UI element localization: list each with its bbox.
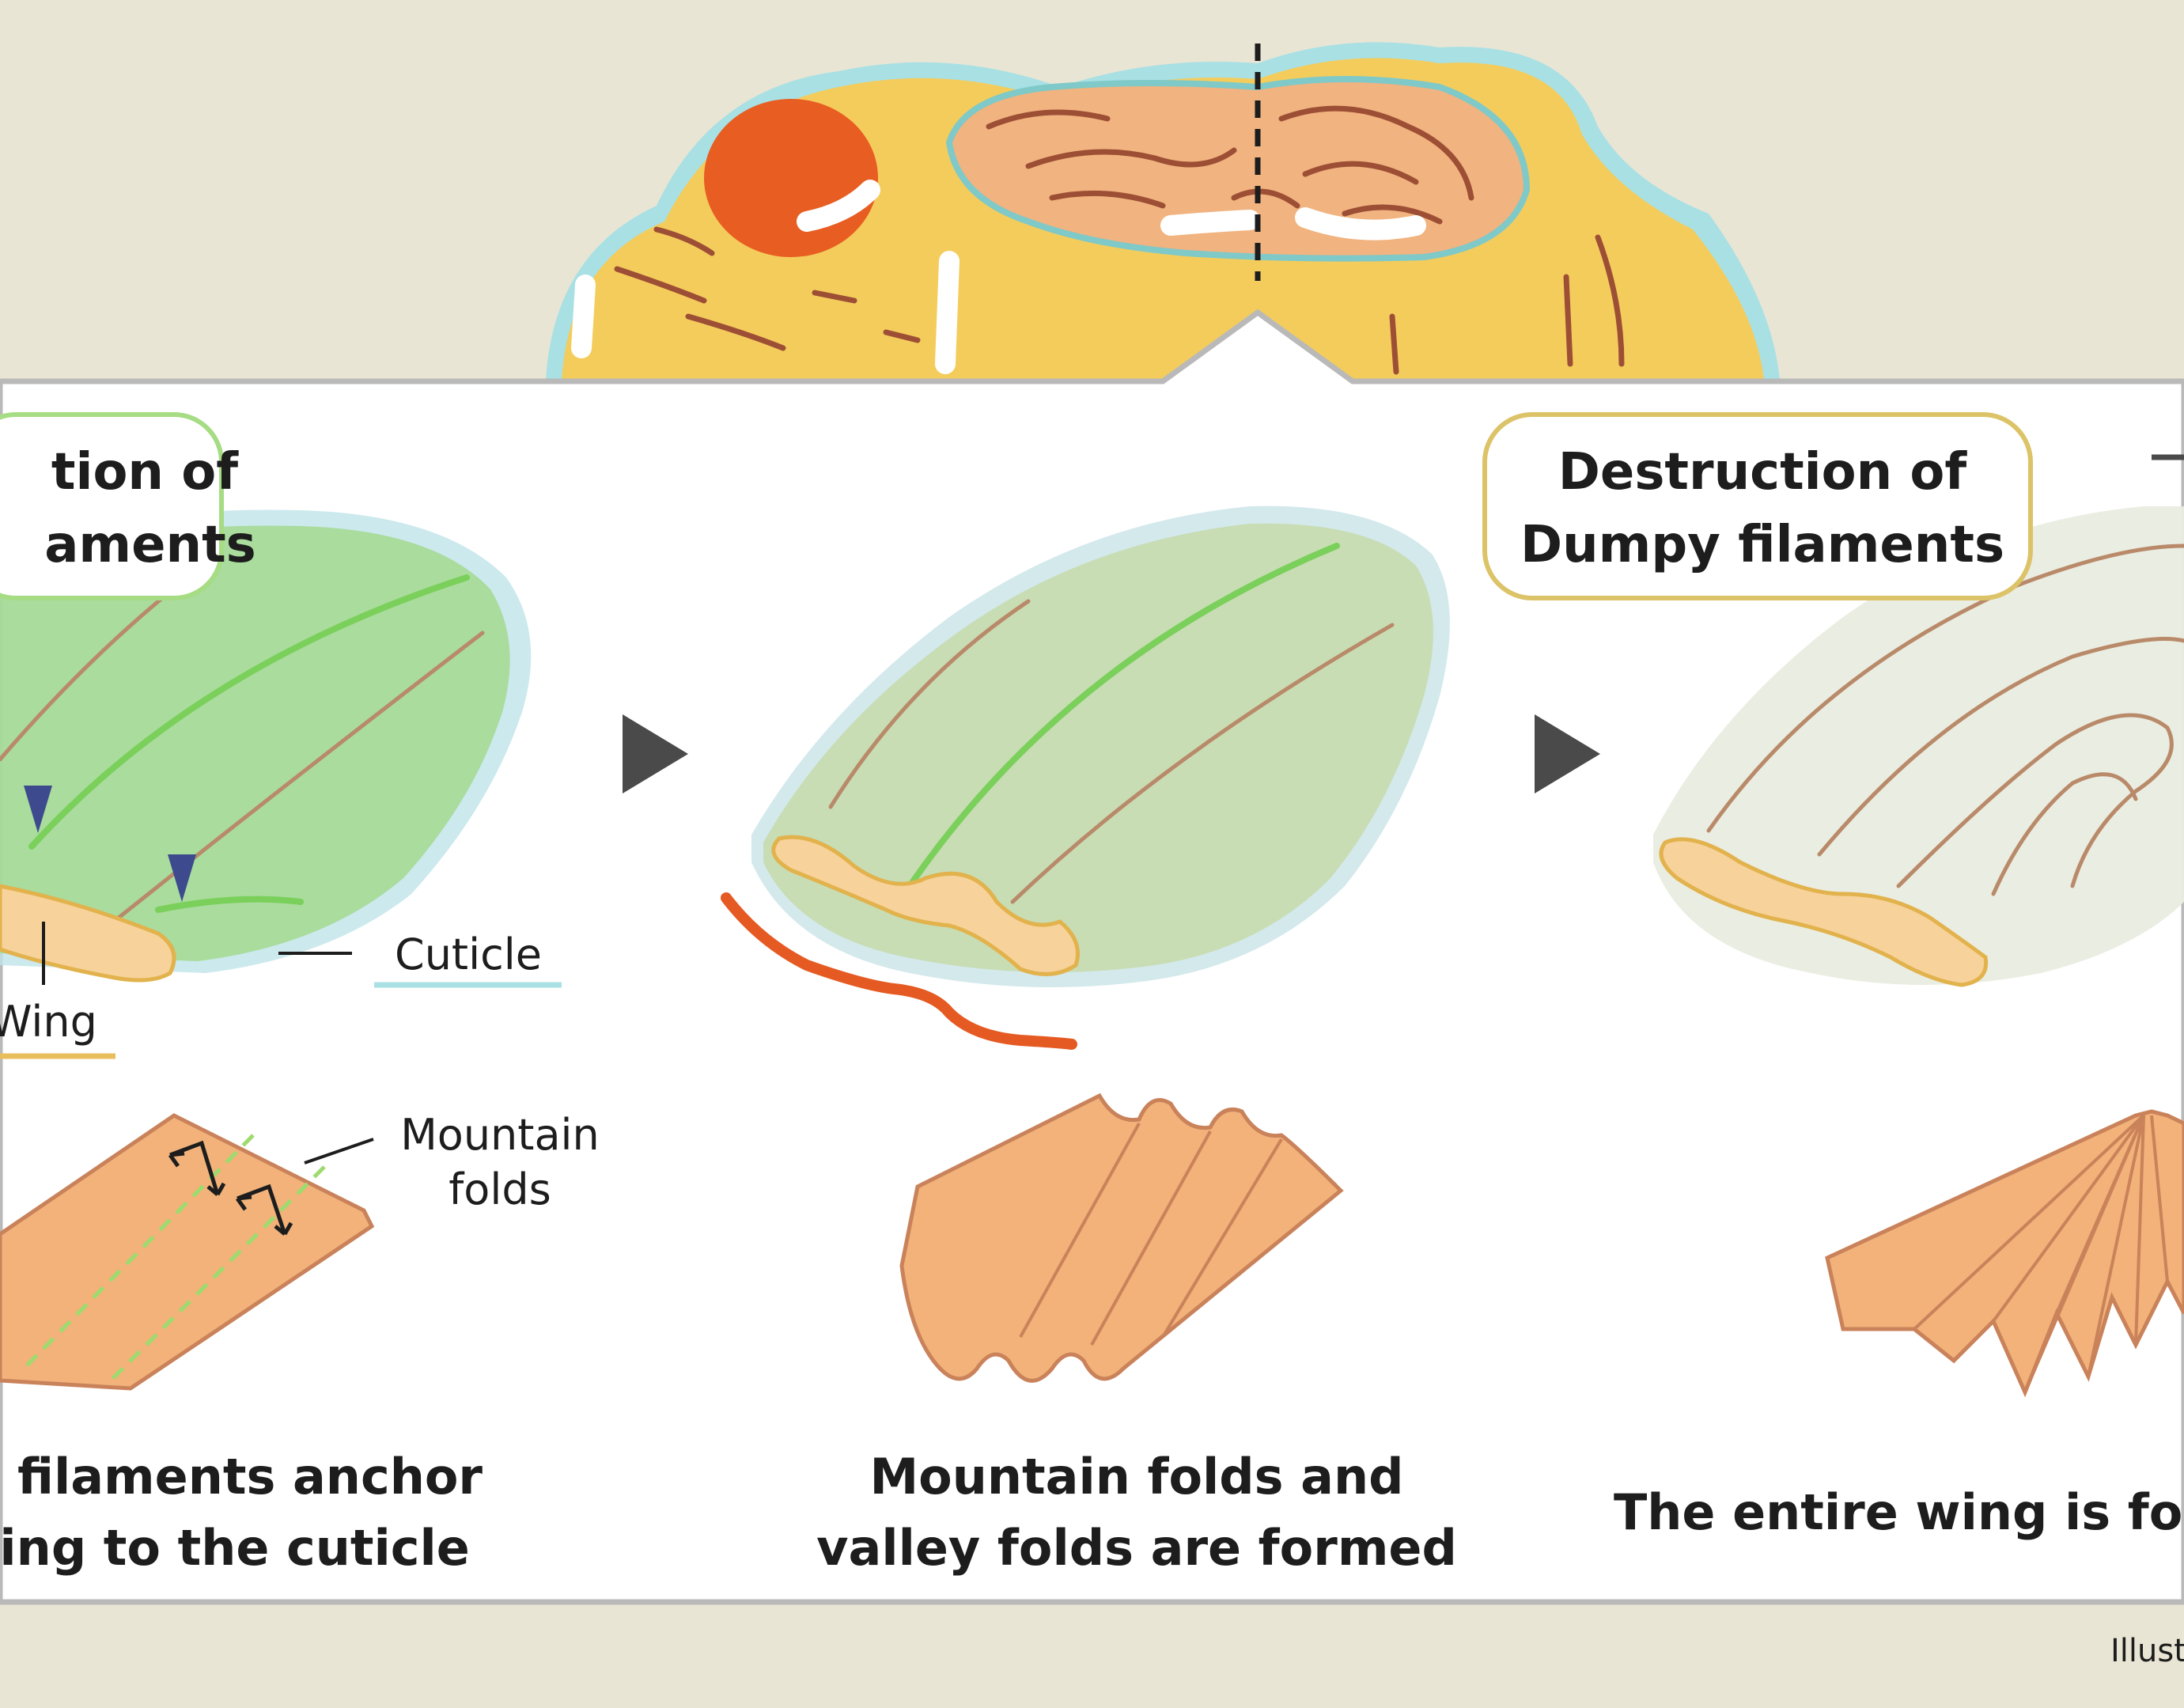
cuticle-label: Cuticle [395, 930, 542, 979]
stage1-caption-line1: y filaments anchor [0, 1448, 483, 1505]
stage2-wing-cross-section [771, 835, 1080, 976]
stage1-flat-wing [0, 1113, 375, 1391]
stage2-caption-line1: Mountain folds and [869, 1448, 1403, 1505]
stage-2: Mountain folds and valley folds are form… [721, 506, 1457, 1577]
stage1-callout-line1: tion of [51, 443, 239, 502]
mountain-folds-label-line2: folds [449, 1165, 551, 1214]
mountain-folds-leader-line [304, 1138, 374, 1165]
stage3-caption-line1: The entire wing is folded [1614, 1483, 2184, 1541]
stage3-callout-line1: Destruction of [1558, 443, 1968, 502]
stage2-veins [828, 543, 1395, 904]
mountain-folds-label-line1: Mountain [400, 1110, 600, 1160]
dumpy-anchor-marker-2 [168, 854, 196, 902]
stage-3: Destruction of Dumpy filaments The entir… [1482, 412, 2184, 1541]
stage2-pleated-wing [899, 1093, 1344, 1383]
illustration-credit: Illust [2110, 1633, 2184, 1669]
stage1-green-filaments [0, 525, 510, 961]
dumpy-anchor-marker-1 [24, 786, 52, 833]
stage3-cuticle-shell [1653, 506, 2184, 985]
progress-arrow-1 [623, 714, 688, 793]
stage1-dumpy-dashes [22, 1134, 326, 1382]
stage3-wing-cross-section [1659, 837, 1989, 987]
stage-1: tion of aments Wing Cuticle Mountain fol… [0, 412, 600, 1577]
pupa-wing-fold [945, 76, 1531, 262]
stage3-fan-creases [1913, 1114, 2169, 1393]
pupa-highlights [571, 180, 1426, 374]
stage2-caption-line2: valley folds are formed [816, 1519, 1457, 1577]
pupa-eye [704, 99, 878, 257]
stage1-callout-box [0, 412, 224, 600]
pupa-body-stripes [614, 226, 1625, 375]
fly-pupa-illustration [546, 42, 1780, 381]
pupa-wing-veins [986, 105, 1474, 225]
fold-direction-arrows [168, 1140, 293, 1236]
stage3-callout-box [1482, 412, 2033, 600]
progress-arrow-2 [1535, 714, 1600, 793]
stage2-pleat-creases [1019, 1123, 1283, 1346]
wing-label: Wing [0, 997, 97, 1047]
stage1-callout-line2: aments [44, 516, 256, 574]
stage1-caption-line2: wing to the cuticle [0, 1519, 470, 1577]
stage2-wavy-line [721, 892, 1077, 1050]
stage3-callout-line2: Dumpy filaments [1520, 516, 2004, 574]
stage3-folded-wing-lines [1706, 543, 2184, 896]
